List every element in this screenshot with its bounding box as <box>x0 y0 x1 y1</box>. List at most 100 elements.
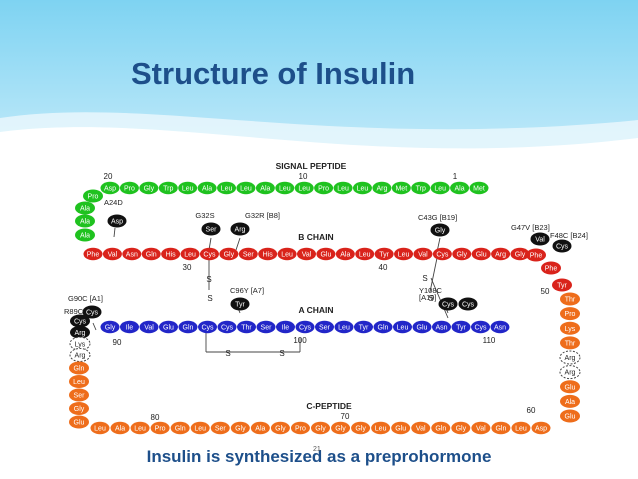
residue-label: Leu <box>375 426 387 433</box>
mutant-residue: Tyr <box>230 297 250 311</box>
residue-label: Trp <box>416 186 426 193</box>
b-chain-residue: Phe <box>526 248 546 262</box>
signal-peptide-residue: Pro <box>83 189 103 203</box>
signal-peptide-residue: Arg <box>372 181 392 195</box>
c-peptide-residue: Ala <box>110 421 130 435</box>
residue-label: Phe <box>545 266 558 273</box>
residue-label: Tyr <box>379 252 389 259</box>
signal-peptide-residue: Ala <box>255 181 275 195</box>
residue-label: Asp <box>111 219 123 226</box>
mutant-residue: Val <box>530 232 550 246</box>
residue-label: Pro <box>155 426 166 433</box>
residue-label: Val <box>535 237 545 244</box>
mutation-label: Y108C <box>419 286 443 295</box>
residue-label: Ser <box>319 325 331 332</box>
a-chain-residue: Tyr <box>451 320 471 334</box>
residue-label: Gln <box>435 426 446 433</box>
residue-label: Arg <box>235 227 246 234</box>
residue-position-number: 100 <box>293 336 307 345</box>
signal-peptide-residue: Trp <box>158 181 178 195</box>
residue-label: Val <box>108 252 118 259</box>
c-peptide-residue: Gly <box>311 421 330 435</box>
residue-label: Gln <box>378 325 389 332</box>
residue-label: Cys <box>556 244 569 251</box>
c-peptide-residue: Gly <box>230 421 250 435</box>
mutation-label: G32R [B8] <box>245 211 280 220</box>
a-chain-link-residue: Arg <box>69 348 91 362</box>
residue-label: Leu <box>182 186 194 193</box>
residue-label: Glu <box>565 414 576 421</box>
c-peptide-residue: Gln <box>431 421 451 435</box>
c-peptide-residue: Leu <box>130 421 150 435</box>
mutation-label: G32S <box>195 211 214 220</box>
chain-label-b: B CHAIN <box>298 232 333 242</box>
c-peptide-residue: Gly <box>331 421 351 435</box>
a-chain-residue: Ile <box>120 320 139 334</box>
residue-label: Glu <box>320 252 331 259</box>
residue-label: Arg <box>75 330 86 337</box>
residue-label: Ile <box>126 325 134 332</box>
residue-label: Cys <box>436 252 449 259</box>
residue-position-number: 60 <box>527 406 536 415</box>
residue-label: Trp <box>163 186 173 193</box>
disulfide-sulfur-label: S <box>207 294 212 303</box>
residue-position-number: 80 <box>151 413 160 422</box>
disulfide-bridge <box>430 277 449 319</box>
b-chain-residue: Val <box>413 247 433 261</box>
a-chain-residue: Glu <box>159 320 178 334</box>
chain-label-signal: SIGNAL PEPTIDE <box>276 161 347 171</box>
residue-position-number: 1 <box>453 172 458 181</box>
residue-label: Ser <box>215 426 227 433</box>
residue-label: Pro <box>318 186 329 193</box>
c-peptide-residue: Ser <box>210 421 230 435</box>
residue-label: Asp <box>104 186 116 193</box>
a-chain-residue: Asn <box>490 320 510 334</box>
a-chain-residue: Glu <box>412 320 432 334</box>
residue-label: Val <box>302 252 312 259</box>
b-chain-residue: Val <box>297 247 316 261</box>
mutation-label: C96Y [A7] <box>230 286 264 295</box>
disulfide-sulfur-label: S <box>206 275 211 284</box>
signal-peptide-residue: Asp <box>100 181 120 195</box>
residue-label: Val <box>144 325 154 332</box>
c-peptide-residue: Gln <box>69 361 89 375</box>
residue-label: Leu <box>337 186 349 193</box>
residue-label: Arg <box>495 252 506 259</box>
signal-peptide-residue: Ala <box>75 228 95 242</box>
residue-label: Gly <box>457 252 468 259</box>
c-peptide-residue: Ala <box>560 394 580 408</box>
b-chain-residue: His <box>161 247 181 261</box>
mutation-connector <box>235 237 241 251</box>
residue-label: Asp <box>535 426 547 433</box>
c-peptide-residue: Thr <box>560 292 580 306</box>
residue-label: Arg <box>75 353 86 360</box>
c-peptide-residue: Glu <box>391 421 411 435</box>
c-peptide-residue: Ser <box>69 388 89 402</box>
residue-label: Cys <box>74 319 87 326</box>
residue-label: Met <box>395 186 407 193</box>
residue-label: Cys <box>203 252 216 259</box>
mutation-label: [A19] <box>419 293 437 302</box>
residue-label: His <box>263 252 274 259</box>
residue-label: Leu <box>194 426 206 433</box>
a-chain-residue: Leu <box>334 320 354 334</box>
residue-label: His <box>166 252 177 259</box>
residue-label: Leu <box>279 186 291 193</box>
mutation-label: A24D <box>104 198 123 207</box>
residue-label: Cys <box>462 302 475 309</box>
residue-position-number: 50 <box>541 287 550 296</box>
signal-peptide-residue: Gly <box>139 181 159 195</box>
mutation-label: G47V [B23] <box>511 223 550 232</box>
residue-label: Asn <box>494 325 506 332</box>
residue-label: Gln <box>146 252 157 259</box>
residue-label: Ala <box>80 219 90 226</box>
b-chain-residue: Ser <box>238 247 258 261</box>
residue-position-number: 90 <box>113 338 122 347</box>
signal-peptide-residue: Leu <box>178 181 198 195</box>
c-peptide-residue: Lys <box>560 321 580 335</box>
residue-label: Gln <box>495 426 506 433</box>
c-peptide-residue: Gln <box>491 421 511 435</box>
b-chain-residue: Leu <box>355 247 375 261</box>
b-chain-residue: Ala <box>335 247 355 261</box>
mutant-residue: Cys <box>552 239 572 253</box>
